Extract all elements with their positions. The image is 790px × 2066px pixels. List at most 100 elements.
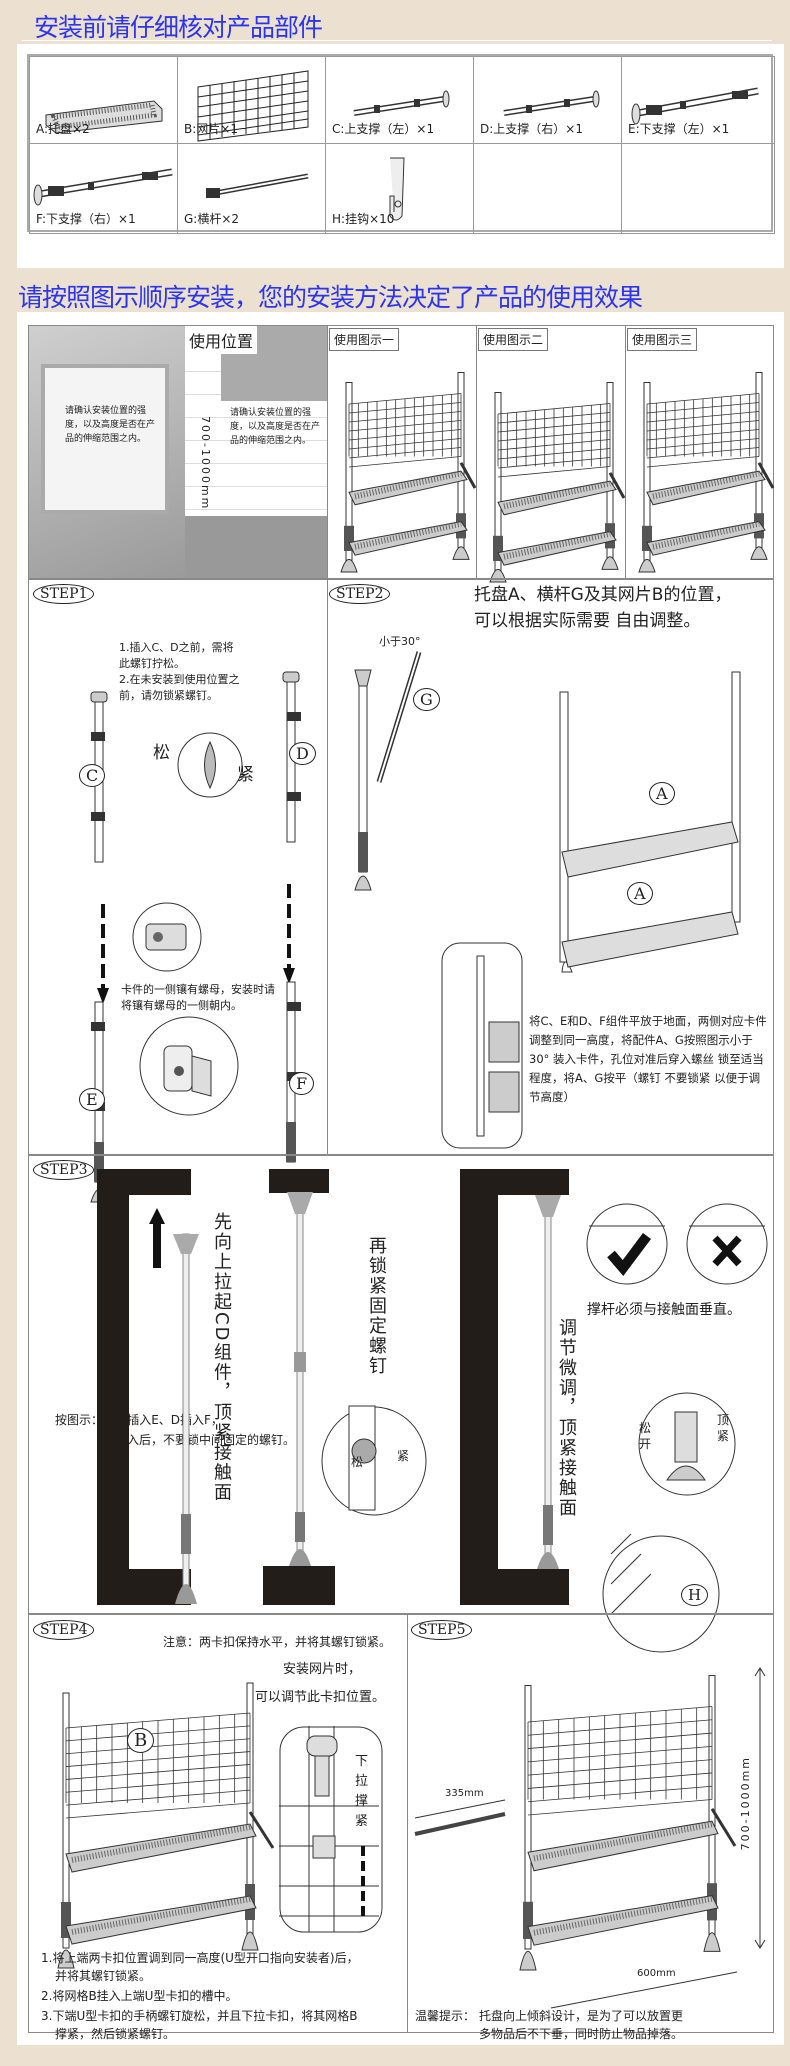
tip-line-1: 托盘向上倾斜设计，是为了可以放置更 [479, 2009, 684, 2023]
pull-label: 下拉撑紧 [355, 1754, 369, 1829]
screw-lock-detail [321, 1405, 427, 1516]
rack-frame-illustration [559, 671, 741, 973]
width-label: 600mm [637, 1968, 676, 1979]
label-c: C [79, 764, 106, 787]
instructions-frame [28, 325, 774, 2033]
step4-line-5: 撑紧，然后锁紧螺钉。 [55, 2027, 176, 2041]
rod-length-label: 335mm [445, 1788, 484, 1799]
parts-table: A:托盘×2 B:网片×1 C:上支撑（左）×1 D:上支撑（右）×1 E:下支… [27, 54, 775, 234]
part-c: C:上支撑（左）×1 [325, 56, 474, 144]
ceiling-block [269, 1169, 329, 1193]
rack-illustration [489, 382, 626, 583]
down-arrow-icon [283, 884, 295, 984]
step5-badge: STEP5 [411, 1620, 473, 1640]
correct-perpendicular-icon [586, 1203, 668, 1285]
tighten-label: 紧 [237, 765, 254, 785]
step4-line-4: 3.下端U型卡扣的手柄螺钉旋松，并且下拉卡扣，将其网格B [41, 2009, 358, 2023]
hook-detail [602, 1533, 720, 1653]
step1-note-2: 2.在未安装到使用位置之前，请勿锁紧螺钉。 [119, 673, 240, 702]
screw-detail-icon [177, 732, 243, 798]
clip-pull-detail [279, 1726, 383, 1933]
step3-badge: STEP3 [33, 1160, 95, 1180]
incorrect-tilt-icon [686, 1203, 768, 1285]
usage-scene: 请确认安装位置的强度，以及高度是否在产品的伸缩范围之内。 [29, 326, 185, 578]
tip-line-2: 多物品后不下垂，同时防止物品掉落。 [479, 2027, 684, 2041]
step4-badge: STEP4 [33, 1620, 95, 1640]
part-e: E:下支撑（左）×1 [621, 56, 775, 144]
part-g: G:横杆×2 [177, 143, 326, 234]
part-label: C:上支撑（左）×1 [332, 122, 435, 136]
part-label: B:网片×1 [184, 122, 238, 136]
range-label: 700-1000mm [199, 416, 212, 511]
usage-example-1-label: 使用图示一 [329, 328, 400, 351]
part-label: E:下支撑（左）×1 [628, 122, 730, 136]
empty-cell [473, 143, 622, 234]
step2-badge: STEP2 [329, 584, 391, 604]
label-f: F [289, 1072, 315, 1095]
usage-example-2-label: 使用图示二 [478, 328, 549, 351]
crossbar-icon [206, 173, 309, 198]
label-g: G [413, 688, 440, 711]
label-b: B [127, 1728, 155, 1753]
upper-support-icon [503, 90, 600, 116]
step1-instruction-2: 插入后，不要锁中间固定的螺钉。 [115, 1433, 296, 1447]
part-label: G:横杆×2 [184, 212, 240, 226]
step1-badge: STEP1 [33, 584, 95, 604]
loosen-label: 松 [153, 743, 170, 763]
step4-line-3: 2.将网格B挂入上端U型卡扣的槽中。 [41, 1989, 238, 2003]
divider [22, 40, 772, 41]
hook-icon [389, 157, 405, 221]
mesh-icon [197, 70, 309, 142]
height-label: 700-1000mm [739, 1756, 752, 1851]
rod-with-crossbar [354, 651, 422, 891]
ceiling-bracket [460, 1169, 569, 1605]
step1-instruction-1: 按图示： 将C插入E、D插入F， [55, 1413, 223, 1427]
label-a-upper: A [649, 782, 675, 805]
part-b: B:网片×1 [177, 56, 326, 144]
rod-dimension-line [414, 1799, 506, 1836]
position-label: 使用位置 [185, 326, 258, 354]
mesh-note-2: 可以调节此卡扣位置。 [255, 1690, 386, 1705]
rack-illustration [638, 372, 775, 573]
empty-cell [621, 143, 775, 234]
rack-with-mesh [57, 1682, 275, 1969]
step1-note-1: 1.插入C、D之前，需将此螺钉拧松。 [119, 641, 234, 670]
step2-instruction: 将C、E和D、F组件平放于地面，两侧对应卡件调整到同一高度，将配件A、G按照图示… [529, 1014, 767, 1104]
support-rod [287, 1192, 313, 1566]
top-tight-label: 顶紧 [717, 1413, 730, 1443]
ceiling-bracket [97, 1169, 191, 1605]
rack-illustration [340, 372, 477, 573]
parts-panel: A:托盘×2 B:网片×1 C:上支撑（左）×1 D:上支撑（右）×1 E:下支… [17, 44, 784, 268]
position-note: 请确认安装位置的强度，以及高度是否在产品的伸缩范围之内。 [230, 408, 321, 446]
parts-check-title: 安装前请仔细核对产品部件 [34, 13, 323, 42]
upper-support-icon [353, 90, 450, 116]
step2-heading-2: 可以根据实际需要 自由调整。 [474, 611, 701, 631]
instructions-panel: 请确认安装位置的强度，以及高度是否在产品的伸缩范围之内。 使用位置 700-10… [17, 312, 784, 2045]
part-label: D:上支撑（右）×1 [480, 122, 583, 136]
width-dimension-line [550, 1971, 738, 2009]
clip-nut-detail-icon [139, 1016, 239, 1116]
up-arrow-icon [149, 1208, 165, 1268]
angle-label: 小于30° [379, 635, 421, 648]
label-a-lower: A [627, 882, 653, 905]
part-a: A:托盘×2 [29, 56, 178, 144]
perpendicular-note: 撑杆必须与接触面垂直。 [587, 1302, 741, 1318]
height-dimension-line [754, 1667, 766, 1949]
down-arrow-icon [97, 904, 109, 1004]
step4-line-1: 1.将上端两卡扣位置调到同一高度(U型开口指向安装者)后， [41, 1951, 359, 1965]
step3-text-2: 再锁紧固定螺钉 [366, 1236, 387, 1376]
tray-icon [45, 100, 163, 134]
floor-block [263, 1566, 335, 1605]
tip-label: 温馨提示： [415, 2009, 476, 2023]
label-h: H [681, 1584, 709, 1606]
part-d: D:上支撑（右）×1 [473, 56, 622, 144]
rack-with-hooks [519, 1675, 737, 1971]
tighten-label: 紧 [397, 1449, 410, 1463]
usage-example-3-label: 使用图示三 [627, 328, 698, 351]
step4-note: 注意：两卡扣保持水平，并将其螺钉锁紧。 [163, 1635, 392, 1649]
part-label: F:下支撑（右）×1 [36, 212, 136, 226]
support-rod [173, 1233, 199, 1604]
step3-text-3: 调节微调，顶紧接触面 [556, 1318, 577, 1518]
part-label: H:挂钩×10 [332, 212, 395, 226]
position-note: 请确认安装位置的强度，以及高度是否在产品的伸缩范围之内。 [65, 406, 156, 444]
